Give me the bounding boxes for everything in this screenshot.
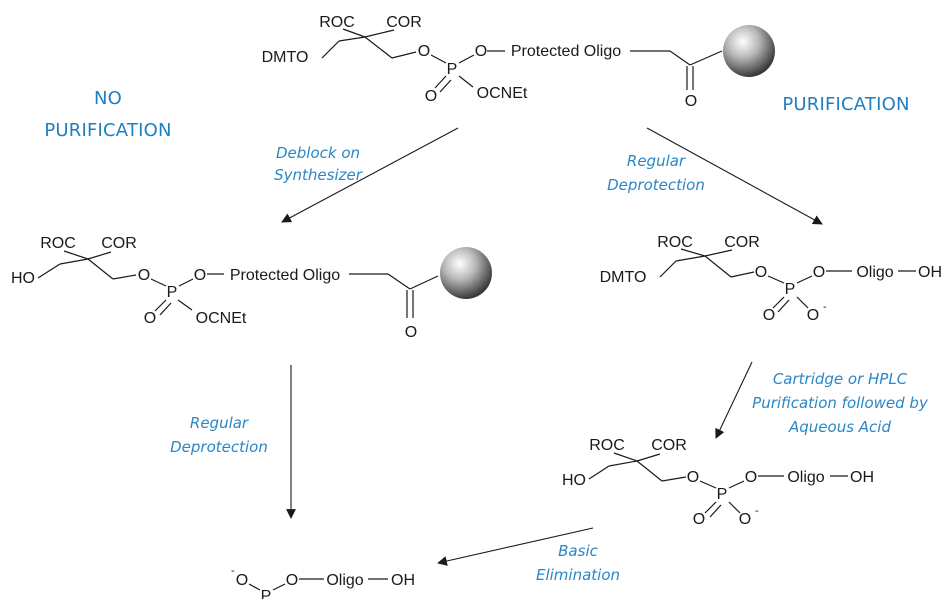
mid-right-o-minus: O (807, 307, 819, 324)
structure-mid-left: ROC COR HO O O P O OCNEt Protected Oligo… (11, 235, 492, 341)
lower-right-o-minus: O (739, 511, 751, 528)
lower-right-oligo: Oligo (787, 469, 824, 486)
mid-right-dmto: DMTO (600, 269, 647, 286)
top-carbonyl-o: O (685, 93, 697, 110)
mid-right-o2: O (813, 264, 825, 281)
mid-left-roc: ROC (40, 235, 76, 252)
lower-right-o1: O (687, 469, 699, 486)
top-cor: COR (386, 14, 422, 31)
mid-left-carbonyl-o: O (405, 324, 417, 341)
heading-no-purification-line2: PURIFICATION (44, 120, 171, 141)
final-o2: O (286, 572, 298, 589)
final-o-minus-left: O (236, 572, 248, 589)
final-charge-left: - (231, 565, 235, 577)
arrow-deblock (281, 127, 459, 223)
step-cartridge-line2: Purification followed by (752, 394, 929, 412)
mid-left-protected-oligo: Protected Oligo (230, 267, 340, 284)
mid-left-ocnet: OCNEt (196, 310, 247, 327)
arrow-basic-elimination (437, 527, 594, 566)
mid-left-o1: O (138, 267, 150, 284)
lower-right-roc: ROC (589, 437, 625, 454)
lower-right-o2: O (745, 469, 757, 486)
arrow-regular-deprotection-right (646, 127, 823, 225)
step-regular-deprotection-left-line1: Regular (190, 414, 249, 432)
structure-lower-right: ROC COR HO O O P O O - Oligo OH (562, 437, 874, 528)
step-deblock-line1: Deblock on (276, 144, 360, 162)
top-p: P (447, 61, 458, 78)
mid-right-roc: ROC (657, 234, 693, 251)
top-protected-oligo: Protected Oligo (511, 43, 621, 60)
lower-right-charge: - (755, 505, 759, 517)
step-basic-line2: Elimination (536, 566, 620, 584)
step-regular-deprotection-left-line2: Deprotection (170, 438, 268, 456)
final-oligo: Oligo (326, 572, 363, 589)
mid-right-p: P (785, 281, 796, 298)
step-regular-deprotection-right-line2: Deprotection (607, 176, 705, 194)
mid-left-ho: HO (11, 270, 35, 287)
mid-right-o1: O (755, 264, 767, 281)
step-cartridge-line3: Aqueous Acid (788, 418, 891, 436)
lower-right-ho: HO (562, 472, 586, 489)
mid-right-oh: OH (918, 264, 942, 281)
final-p: P (261, 588, 272, 599)
top-o2: O (475, 43, 487, 60)
mid-right-o-double: O (763, 307, 775, 324)
mid-left-o2: O (194, 267, 206, 284)
step-basic-line1: Basic (558, 542, 598, 560)
lower-right-oh: OH (850, 469, 874, 486)
final-oh: OH (391, 572, 415, 589)
top-roc: ROC (319, 14, 355, 31)
lower-right-o-double: O (693, 511, 705, 528)
mid-right-oligo: Oligo (856, 264, 893, 281)
mid-right-cor: COR (724, 234, 760, 251)
arrow-cartridge (715, 361, 753, 439)
lower-right-cor: COR (651, 437, 687, 454)
top-ocnet: OCNEt (477, 85, 528, 102)
mid-left-cor: COR (101, 235, 137, 252)
structure-top: ROC COR DMTO O O P O OCNEt Protected Oli… (262, 14, 775, 110)
structure-mid-right: ROC COR DMTO O O P O O - Oligo OH (600, 234, 942, 324)
step-cartridge-line1: Cartridge or HPLC (773, 370, 908, 388)
lower-right-p: P (717, 486, 728, 503)
heading-no-purification-line1: NO (94, 88, 122, 109)
mid-left-o-double: O (144, 310, 156, 327)
top-bead-icon (723, 25, 775, 77)
mid-right-charge: - (823, 301, 827, 313)
mid-left-bead-icon (440, 247, 492, 299)
top-o-double: O (425, 88, 437, 105)
mid-left-p: P (167, 284, 178, 301)
structure-final: - O O P Oligo OH (231, 565, 415, 599)
heading-purification: PURIFICATION (782, 94, 909, 115)
top-o1: O (418, 43, 430, 60)
top-dmto: DMTO (262, 49, 309, 66)
step-regular-deprotection-right-line1: Regular (627, 152, 686, 170)
step-deblock-line2: Synthesizer (274, 166, 363, 184)
